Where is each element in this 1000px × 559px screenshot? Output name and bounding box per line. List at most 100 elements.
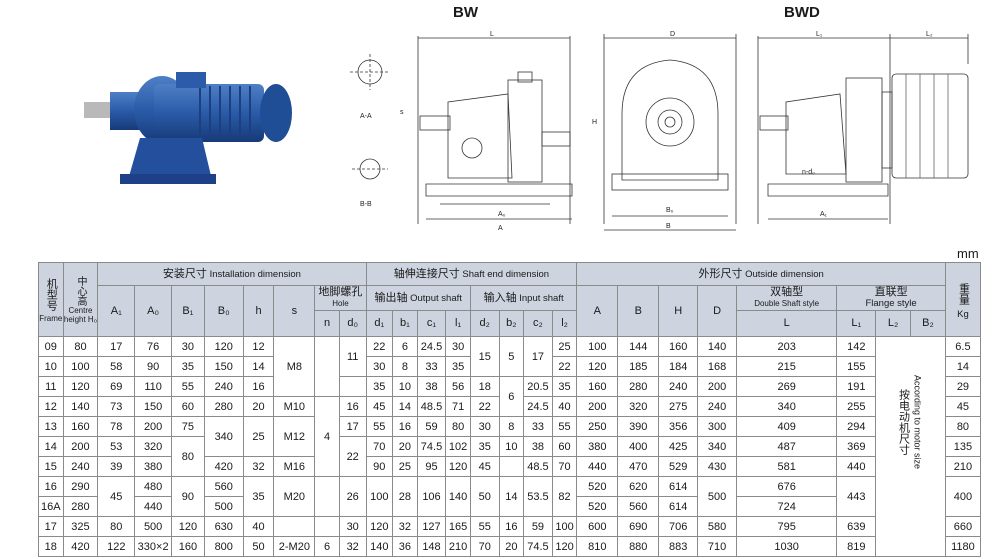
col-b1: b₁	[392, 310, 418, 337]
dim-L1: L₁	[816, 31, 823, 38]
col-c1: c₁	[416, 310, 447, 337]
cell-L1: 191	[836, 376, 877, 397]
cell-bb1: 6	[392, 336, 418, 357]
cell-c2: 59	[523, 516, 553, 537]
dim-D: D	[670, 31, 675, 38]
cell-c1: 127	[416, 516, 447, 537]
cell-A: 250	[576, 416, 619, 437]
col-D: D	[697, 285, 737, 337]
hdr-weight-zh: 重量	[957, 283, 970, 305]
cell-d0: 17	[338, 416, 367, 437]
cell-b2: 8	[498, 416, 525, 437]
dim-L: L	[490, 31, 494, 38]
hdr-frame-zh: 机型号	[45, 277, 58, 311]
cell-H: 160	[658, 336, 699, 357]
col-L: L	[735, 310, 838, 337]
cell-b0: 240	[203, 376, 244, 397]
cell-c1: 74.5	[416, 436, 447, 457]
cell-b0: 340	[203, 416, 244, 457]
cell-B: 400	[617, 436, 660, 457]
cell-d0: 32	[338, 536, 367, 557]
cell-a1: 78	[97, 416, 136, 437]
cell-D: 200	[697, 376, 737, 397]
cell-a0: 330×2	[134, 536, 173, 557]
cell-d1: 140	[365, 536, 394, 557]
cell-b2: 5	[498, 336, 525, 377]
cell-d2: 55	[469, 516, 500, 537]
cell-h: 12	[242, 336, 275, 357]
cell-A: 200	[576, 396, 619, 417]
cell-c2: 17	[523, 336, 553, 377]
cell-n	[314, 516, 340, 537]
motor-note-zh: 按电动机尺寸	[897, 389, 910, 456]
cell-d1: 55	[365, 416, 394, 437]
cell-l2: 40	[551, 396, 578, 417]
cell-A: 440	[576, 456, 619, 477]
dim-A: A	[498, 225, 503, 232]
cell-h0: 100	[62, 356, 99, 377]
cell-b0: 560	[203, 476, 244, 497]
cell-b0: 800	[203, 536, 244, 557]
hdr-weight-en: Kg	[957, 309, 969, 320]
cell-L: 340	[735, 396, 838, 417]
cell-c1: 48.5	[416, 396, 447, 417]
cell-bb1: 36	[392, 536, 418, 557]
cell-n: 4	[314, 396, 340, 477]
cell-A: 520	[576, 496, 619, 517]
hdr-output-en: Output shaft	[410, 292, 462, 304]
hdr-hole-zh: 地脚螺孔	[318, 286, 363, 298]
cell-l1: 165	[445, 516, 471, 537]
cell-d1: 30	[365, 356, 394, 377]
cell-H: 275	[658, 396, 699, 417]
cell-d1: 45	[365, 396, 394, 417]
cell-frame: 12	[38, 396, 64, 417]
cell-b0: 280	[203, 396, 244, 417]
cell-b2: 14	[498, 476, 525, 517]
cell-a1: 39	[97, 456, 136, 477]
cell-L: 409	[735, 416, 838, 437]
cell-d1: 35	[365, 376, 394, 397]
cell-a1: 122	[97, 536, 136, 557]
dim-s: s	[400, 109, 404, 116]
cell-L1: 639	[836, 516, 877, 537]
cell-c1: 38	[416, 376, 447, 397]
table-row: 17 325 80 500 120 630 40 30 120 32 127 1…	[38, 516, 982, 537]
motor-note-en: According to motor size	[912, 375, 923, 470]
cell-c1: 95	[416, 456, 447, 477]
cell-B: 470	[617, 456, 660, 477]
table-row: 14 200 53 320 80 22 70 20 74.5 102 35 10…	[38, 436, 982, 477]
cell-L: 487	[735, 436, 838, 457]
hdr-output-zh: 输出轴	[374, 291, 408, 304]
hdr-flange-en: Flange style	[865, 298, 917, 309]
cell-b2: 6	[498, 376, 525, 417]
cell-c1: 24.5	[416, 336, 447, 357]
cell-h: 35	[242, 476, 275, 517]
cell-a0: 150	[134, 396, 173, 417]
cell-B: 144	[617, 336, 660, 357]
col-d0: d₀	[338, 310, 367, 337]
cell-d1: 100	[365, 476, 394, 517]
cell-h: 50	[242, 536, 275, 557]
cell-s: M8	[273, 336, 316, 397]
hdr-input-en: Input shaft	[519, 292, 564, 304]
cell-b1: 60	[171, 396, 205, 417]
cell-frame: 17	[38, 516, 64, 537]
cell-H: 184	[658, 356, 699, 377]
cell-h0: 200	[62, 436, 99, 457]
cell-A: 120	[576, 356, 619, 377]
cell-d2: 70	[469, 536, 500, 557]
cell-frame: 15	[38, 456, 64, 477]
cell-n	[314, 336, 340, 397]
cell-bb1: 16	[392, 416, 418, 437]
cell-bb1: 25	[392, 456, 418, 477]
cell-kg: 1180	[944, 536, 982, 557]
cell-l2: 35	[551, 376, 578, 397]
cell-kg: 210	[944, 456, 982, 477]
cell-bb1: 28	[392, 476, 418, 517]
cell-kg: 80	[944, 416, 982, 437]
cell-d0: 22	[338, 436, 367, 477]
cell-d2: 18	[469, 376, 500, 397]
cell-h0: 160	[62, 416, 99, 437]
cell-d2: 50	[469, 476, 500, 517]
cell-A: 160	[576, 376, 619, 397]
